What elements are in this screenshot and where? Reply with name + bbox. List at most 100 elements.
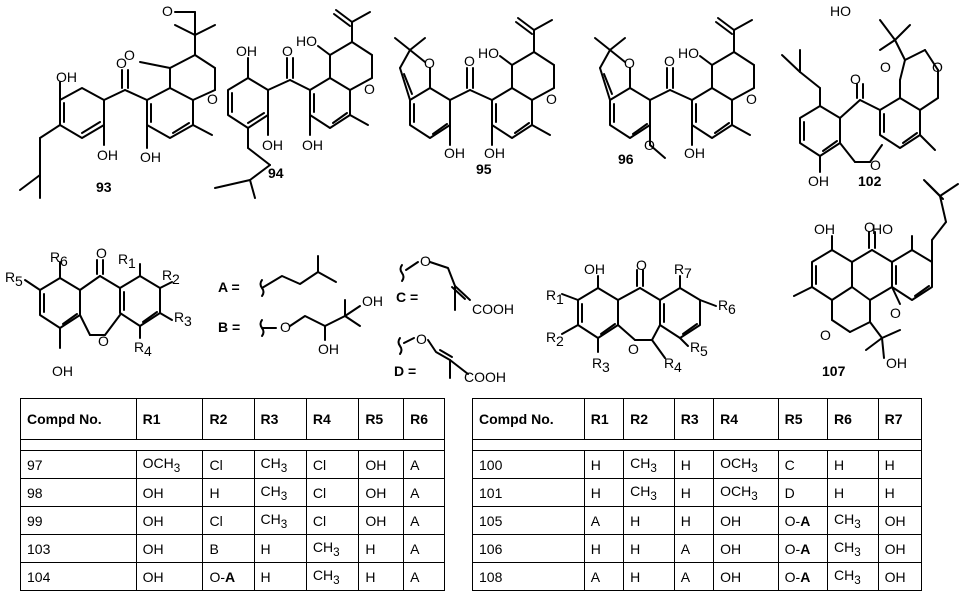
svg-text:R: R [546,287,556,303]
substituent-cell: O-A [777,562,828,591]
table-header-row: Compd No. R1 R2 R3 R4 R5 R6 R7 [472,398,923,440]
structure-93: OH OH OH O O O O 93 [19,3,218,199]
substituent-cell: H [826,450,879,479]
svg-text:7: 7 [684,265,692,281]
substituent-cell: O-A [777,534,828,563]
o-label: O [98,333,109,349]
ho-label: HO [872,221,893,237]
compound-number-cell: 104 [20,562,137,591]
substituent-cell: A [403,562,445,591]
structure-107: OH HO O O O OH 107 [793,179,959,379]
substituent-cell: CH3 [253,450,307,479]
substituent-cell: O-A [777,506,828,535]
svg-text:5: 5 [15,273,23,289]
o-label: O [416,331,427,347]
substituent-cell: A [403,450,445,479]
header-r5: R5 [358,398,405,440]
structure-95: O OH OH HO O O 95 [394,17,557,177]
compound-number: 95 [476,161,492,177]
substituent-cell: OH [358,450,405,479]
compound-number-cell: 105 [472,506,585,535]
header-compd-no: Compd No. [472,398,585,440]
svg-text:R: R [50,249,60,265]
substituent-definitions: A = B = O OH OH C = O COOH D = O COOH [218,253,514,385]
oh-label: OH [886,355,907,371]
svg-text:6: 6 [60,253,68,269]
cooh-label: COOH [472,301,514,317]
o-label: O [932,59,943,75]
substituent-cell: H [583,534,625,563]
oh-label: OH [484,145,505,161]
substituent-cell: OH [135,534,204,563]
substituent-cell: H [253,534,307,563]
o-label: O [96,245,107,261]
substituent-cell: CH3 [623,450,675,479]
header-r3: R3 [253,398,307,440]
substituent-cell: H [877,450,923,479]
structure-96: O O OH HO O O 96 [594,17,757,167]
compound-number: 96 [618,151,634,167]
svg-text:5: 5 [700,343,708,359]
compound-number-cell: 99 [20,506,137,535]
o-label: O [420,253,431,269]
oh-label: OH [444,145,465,161]
substituent-cell: H [583,478,625,507]
substituent-cell: CH3 [305,534,360,563]
substituent-cell: CH3 [826,562,879,591]
oh-label: OH [52,363,73,379]
substituent-cell: OH [713,506,779,535]
svg-text:4: 4 [674,359,682,375]
oh-label: OH [584,261,605,277]
substituent-cell: C [777,450,828,479]
structure-94: OH OH OH HO O O 94 [214,9,375,199]
substituent-cell: OH [135,562,204,591]
substituent-cell: OH [135,478,204,507]
substituent-cell: A [673,534,715,563]
compound-number: 107 [822,363,846,379]
o-label: O [424,55,435,71]
substituent-cell: OH [877,506,923,535]
o-label: O [207,91,218,107]
chemical-structures: OH OH OH O O O O 93 [5,3,959,385]
substituent-cell: O-A [202,562,255,591]
header-r1: R1 [583,398,625,440]
substituent-cell: CH3 [253,506,307,535]
table-spacer-cell [20,439,445,451]
substituent-cell: H [877,478,923,507]
ho-label: HO [830,3,851,19]
o-label: O [162,3,173,19]
svg-text:R: R [174,309,184,325]
oh-label: OH [808,173,829,189]
substituent-cell: H [583,450,625,479]
svg-text:R: R [592,355,602,371]
oh-label: OH [814,221,835,237]
substituent-cell: OCH3 [713,478,779,507]
substituent-cell: OH [877,534,923,563]
substituent-cell: A [673,562,715,591]
table-header-row: Compd No. R1 R2 R3 R4 R5 R6 [20,398,445,440]
header-r4: R4 [305,398,360,440]
o-label: O [364,81,375,97]
header-r3: R3 [673,398,715,440]
svg-text:R: R [674,261,684,277]
substituent-cell: D [777,478,828,507]
oh-label: OH [262,137,283,153]
svg-text:R: R [718,297,728,313]
svg-text:2: 2 [556,333,564,349]
svg-text:R: R [546,329,556,345]
o-label: O [628,341,639,357]
substituent-cell: Cl [202,506,255,535]
svg-text:R: R [118,251,128,267]
